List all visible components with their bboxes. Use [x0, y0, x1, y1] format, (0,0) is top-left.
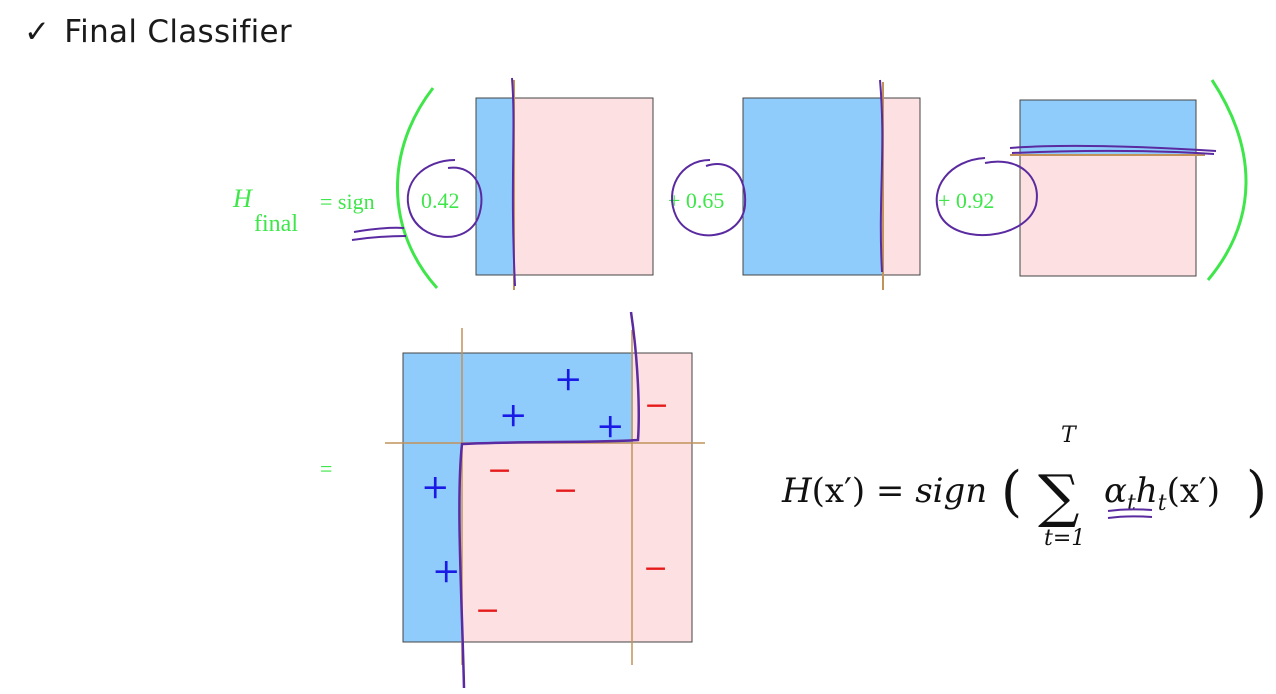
final-subscript: final [254, 211, 298, 237]
left-parenthesis [396, 87, 439, 290]
combined-blue-left [403, 443, 461, 642]
right-parenthesis [1206, 79, 1248, 281]
classifier-1-positive-region [476, 98, 514, 275]
plus-point: + [432, 551, 461, 591]
h-symbol: H [232, 184, 253, 213]
negative-points: − − − − − [475, 388, 669, 628]
formula-terms: αtht(x′) [1104, 471, 1220, 516]
checkmark-icon: ✓ [24, 14, 51, 50]
minus-point: − [644, 388, 669, 423]
classifier-3-negative-region [1020, 154, 1196, 276]
classifier-2-ink-stroke [879, 79, 884, 273]
formula-lhs: H(x′) = sign [781, 471, 987, 511]
combined-classifier: + + + + + − − − − − [385, 311, 705, 689]
plus-point: + [554, 359, 583, 399]
classifier-3-ink-stroke [1009, 144, 1217, 155]
alpha-weights: 0.42 + 0.65 + 0.92 [421, 188, 994, 213]
formula-sign: sign [915, 471, 987, 511]
plus-point: + [596, 406, 625, 446]
weight-annotations [351, 157, 1038, 241]
formula-H: H [781, 471, 813, 511]
slide-title-text: Final Classifier [64, 14, 292, 50]
sum-upper-limit: T [1061, 423, 1078, 448]
weak-classifier-1 [475, 77, 654, 290]
h-symbol-lowercase: h [1136, 471, 1158, 511]
weight-2-circle [671, 159, 747, 237]
weight-3-circle [935, 157, 1038, 237]
h-argument: (x′) [1167, 471, 1220, 511]
weight-1: 0.42 [421, 188, 460, 213]
formula-lhs-argument: (x′) = [812, 471, 916, 511]
classifier-2-negative-region [882, 98, 920, 275]
formula-left-paren: ( [1001, 460, 1022, 523]
classifier-3-positive-region [1020, 100, 1196, 154]
h-final-underline [351, 226, 407, 241]
h-subscript: t [1158, 491, 1167, 516]
minus-point: − [643, 551, 668, 586]
classifier-1-negative-region [514, 98, 653, 275]
minus-point: − [553, 473, 578, 508]
plus-point: + [421, 467, 450, 507]
weight-3: + 0.92 [938, 188, 994, 213]
alpha-underline-ink [1107, 508, 1153, 519]
plus-point: + [499, 395, 528, 435]
combined-blue-top [403, 353, 633, 443]
classifier-1-ink-stroke [511, 77, 516, 287]
final-formula: H(x′) = sign ( ∑ T t=1 αtht(x′) ) [781, 423, 1267, 551]
classifier-3-frame [1019, 99, 1197, 277]
alpha-subscript: t [1127, 491, 1136, 516]
weak-classifier-2 [742, 79, 921, 290]
classifier-2-positive-region [743, 98, 882, 275]
formula-right-paren: ) [1246, 460, 1267, 523]
weight-2: + 0.65 [668, 188, 724, 213]
alpha-symbol: α [1104, 471, 1127, 511]
equals-sign-label: = sign [320, 189, 375, 214]
positive-points: + + + + + [421, 359, 625, 591]
equals-sign: = [320, 456, 332, 481]
minus-point: − [487, 453, 512, 488]
classifier-1-frame [475, 97, 654, 276]
combined-boundary-ink [458, 311, 640, 689]
weight-1-circle [406, 159, 483, 238]
h-final-label: H final = sign [232, 184, 375, 237]
slide-title: ✓ Final Classifier [24, 14, 292, 50]
weak-classifier-3 [1009, 99, 1217, 277]
sum-lower-limit: t=1 [1044, 526, 1085, 551]
sum-symbol: ∑ [1038, 462, 1079, 530]
minus-point: − [475, 593, 500, 628]
combined-frame [402, 352, 693, 643]
